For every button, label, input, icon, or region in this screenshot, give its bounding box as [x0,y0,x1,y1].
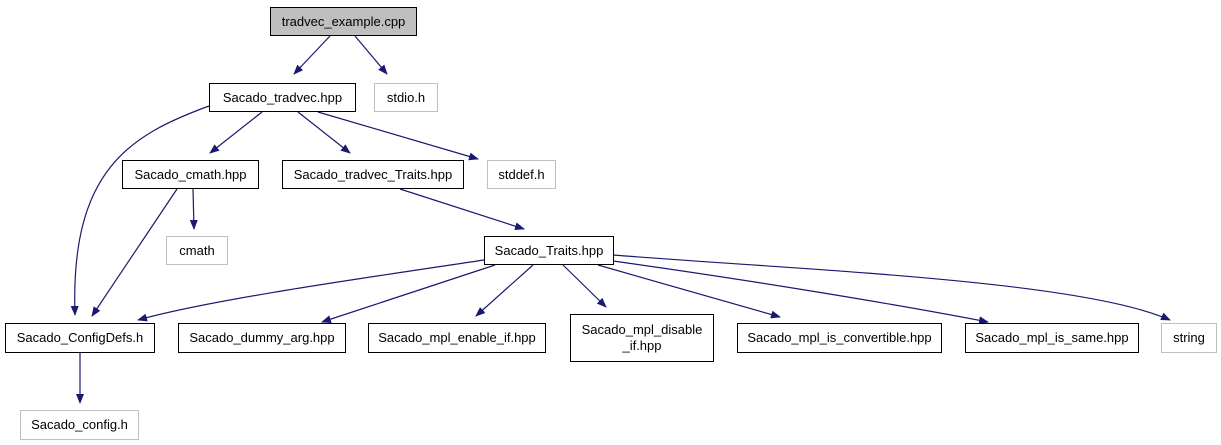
node-tradvec-example-cpp[interactable]: tradvec_example.cpp [270,7,417,36]
node-cmath[interactable]: cmath [166,236,228,265]
edge-traits-to-disable_if [562,264,607,308]
node-stddef-h[interactable]: stddef.h [487,160,556,189]
node-sacado-tradvec-hpp[interactable]: Sacado_tradvec.hpp [209,83,356,112]
node-sacado-configdefs-h[interactable]: Sacado_ConfigDefs.h [5,323,155,353]
node-string[interactable]: string [1161,323,1217,353]
edge-traits_tradvec-to-traits [399,188,525,231]
edge-cmath_hpp-to-cmath [189,188,198,230]
edge-tradvec_hpp-to-cmath_hpp [209,111,263,154]
edge-tradvec_hpp-to-configdefs [70,105,210,316]
edge-traits-to-is_same [612,260,989,325]
node-sacado-mpl-enable-if-hpp[interactable]: Sacado_mpl_enable_if.hpp [368,323,546,353]
edge-traits-to-string [612,254,1171,321]
edge-tradvec_hpp-to-traits_tradvec [297,111,351,154]
node-sacado-mpl-is-convertible-hpp[interactable]: Sacado_mpl_is_convertible.hpp [737,323,942,353]
edge-traits-to-is_convertible [597,264,781,319]
node-sacado-config-h[interactable]: Sacado_config.h [20,410,139,440]
node-stdio-h[interactable]: stdio.h [374,83,438,112]
edge-cmath_hpp-to-configdefs [91,188,178,317]
edge-traits-to-dummy_arg [321,264,496,323]
edge-root-to-tradvec_hpp [293,35,331,75]
edge-root-to-stdio [354,35,388,75]
edge-traits-to-enable_if [475,264,534,317]
node-sacado-cmath-hpp[interactable]: Sacado_cmath.hpp [122,160,259,189]
node-sacado-mpl-disable-if-hpp[interactable]: Sacado_mpl_disable _if.hpp [570,314,714,362]
edge-traits-to-configdefs [137,259,485,322]
node-sacado-dummy-arg-hpp[interactable]: Sacado_dummy_arg.hpp [178,323,346,353]
node-sacado-traits-hpp[interactable]: Sacado_Traits.hpp [484,236,614,265]
edge-tradvec_hpp-to-stddef [317,111,479,161]
node-sacado-mpl-is-same-hpp[interactable]: Sacado_mpl_is_same.hpp [965,323,1139,353]
node-sacado-tradvec-traits-hpp[interactable]: Sacado_tradvec_Traits.hpp [282,160,464,189]
